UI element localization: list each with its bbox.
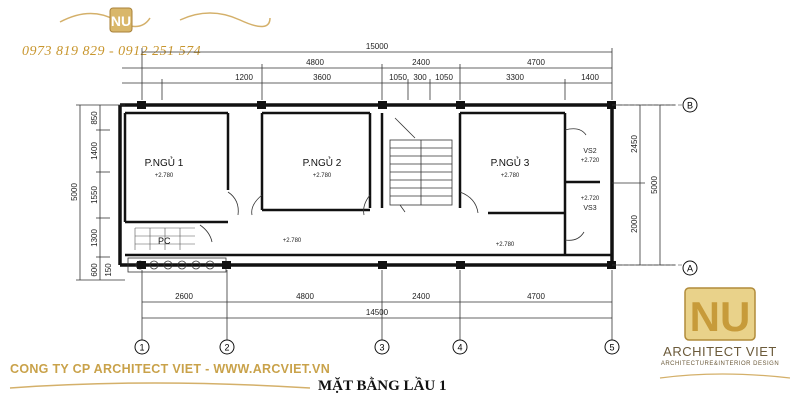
- right-dimension-lines: [612, 104, 675, 266]
- axis-bubble-1: 1: [134, 339, 150, 355]
- axis-label-1: 1: [139, 343, 144, 353]
- hall-level-right: +2.780: [496, 242, 515, 248]
- vs3-label: VS3: [583, 205, 596, 212]
- room-level-2: +2.780: [313, 173, 332, 179]
- axis-bubble-4: 4: [452, 339, 468, 355]
- dim-top-row3-3: 1050: [389, 73, 407, 82]
- room-label-3: P.NGỦ 3: [491, 156, 530, 169]
- axis-label-a: A: [687, 264, 693, 274]
- company-name: CONG TY CP ARCHITECT VIET - WWW.ARCVIET.…: [10, 362, 331, 376]
- top-logo-text: NU: [111, 13, 131, 29]
- brand-name: ARCHITECT VIET: [663, 344, 777, 359]
- brand-logo: NU: [684, 287, 756, 341]
- axis-label-3: 3: [379, 343, 384, 353]
- dim-left-small: 150: [104, 263, 113, 277]
- room-label-2: P.NGỦ 2: [303, 156, 342, 169]
- axis-bubble-b: B: [612, 97, 698, 113]
- axis-bubble-2: 2: [219, 339, 235, 355]
- dim-top-row2-3: 4700: [527, 58, 545, 67]
- dim-left-3: 1550: [90, 186, 99, 204]
- dim-bottom-2: 4800: [296, 292, 314, 301]
- door-arcs: [199, 128, 587, 243]
- axis-label-5: 5: [609, 343, 614, 353]
- dim-top-row2-1: 4800: [306, 58, 324, 67]
- dim-top-row3-5: 1050: [435, 73, 453, 82]
- dim-bottom-total: 14500: [366, 308, 389, 317]
- dim-top-row3-2: 3600: [313, 73, 331, 82]
- top-ornament: NU: [59, 7, 271, 33]
- dim-top-row3-1: 1200: [235, 73, 253, 82]
- dim-left-outer: 5000: [70, 183, 79, 201]
- dim-left-5: 600: [90, 263, 99, 277]
- room-level-3: +2.780: [501, 173, 520, 179]
- dim-bottom-1: 2600: [175, 292, 193, 301]
- brand-ornament: [659, 373, 791, 379]
- dim-top-row3-6: 3300: [506, 73, 524, 82]
- interior-walls: [123, 111, 612, 257]
- dim-top-row2-2: 2400: [412, 58, 430, 67]
- axis-label-2: 2: [224, 343, 229, 353]
- plan-title: MẶT BẰNG LẦU 1: [318, 378, 447, 394]
- axis-bubble-5: 5: [604, 339, 620, 355]
- columns: [137, 101, 616, 269]
- pc-label: PC: [158, 236, 171, 246]
- axis-bubble-3: 3: [374, 339, 390, 355]
- dim-left-4: 1300: [90, 229, 99, 247]
- axis-label-4: 4: [457, 343, 462, 353]
- left-dimension-lines: [76, 104, 125, 281]
- outer-walls: [118, 103, 614, 267]
- vs2-level: +2.720: [581, 158, 600, 164]
- dim-top-row3-4: 300: [413, 73, 427, 82]
- dim-total-top: 15000: [366, 42, 389, 51]
- staircase: [389, 117, 453, 213]
- phone-numbers: 0973 819 829 - 0912 251 574: [22, 44, 202, 59]
- dim-right-2: 2000: [630, 215, 639, 233]
- dim-bottom-3: 2400: [412, 292, 430, 301]
- dim-right-outer: 5000: [650, 176, 659, 194]
- room-label-1: P.NGỦ 1: [145, 156, 184, 169]
- room-level-1: +2.780: [155, 173, 174, 179]
- vs2-label: VS2: [583, 148, 596, 155]
- dim-left-1: 850: [90, 111, 99, 125]
- dim-right-1: 2450: [630, 135, 639, 153]
- pc-hatch: [134, 227, 195, 250]
- dim-top-row3-7: 1400: [581, 73, 599, 82]
- brand-tagline: ARCHITECTURE&INTERIOR DESIGN: [660, 361, 780, 367]
- dim-left-2: 1400: [90, 142, 99, 160]
- axis-label-b: B: [687, 101, 693, 111]
- vs3-level: +2.720: [581, 196, 600, 202]
- dim-bottom-4: 4700: [527, 292, 545, 301]
- top-dimension-lines: [122, 48, 613, 100]
- bottom-ornament: [9, 382, 311, 389]
- hall-level-left: +2.780: [283, 238, 302, 244]
- bottom-dimension-lines: [141, 270, 613, 340]
- brand-logo-text: NU: [690, 293, 751, 340]
- axis-bubble-a: A: [612, 260, 698, 276]
